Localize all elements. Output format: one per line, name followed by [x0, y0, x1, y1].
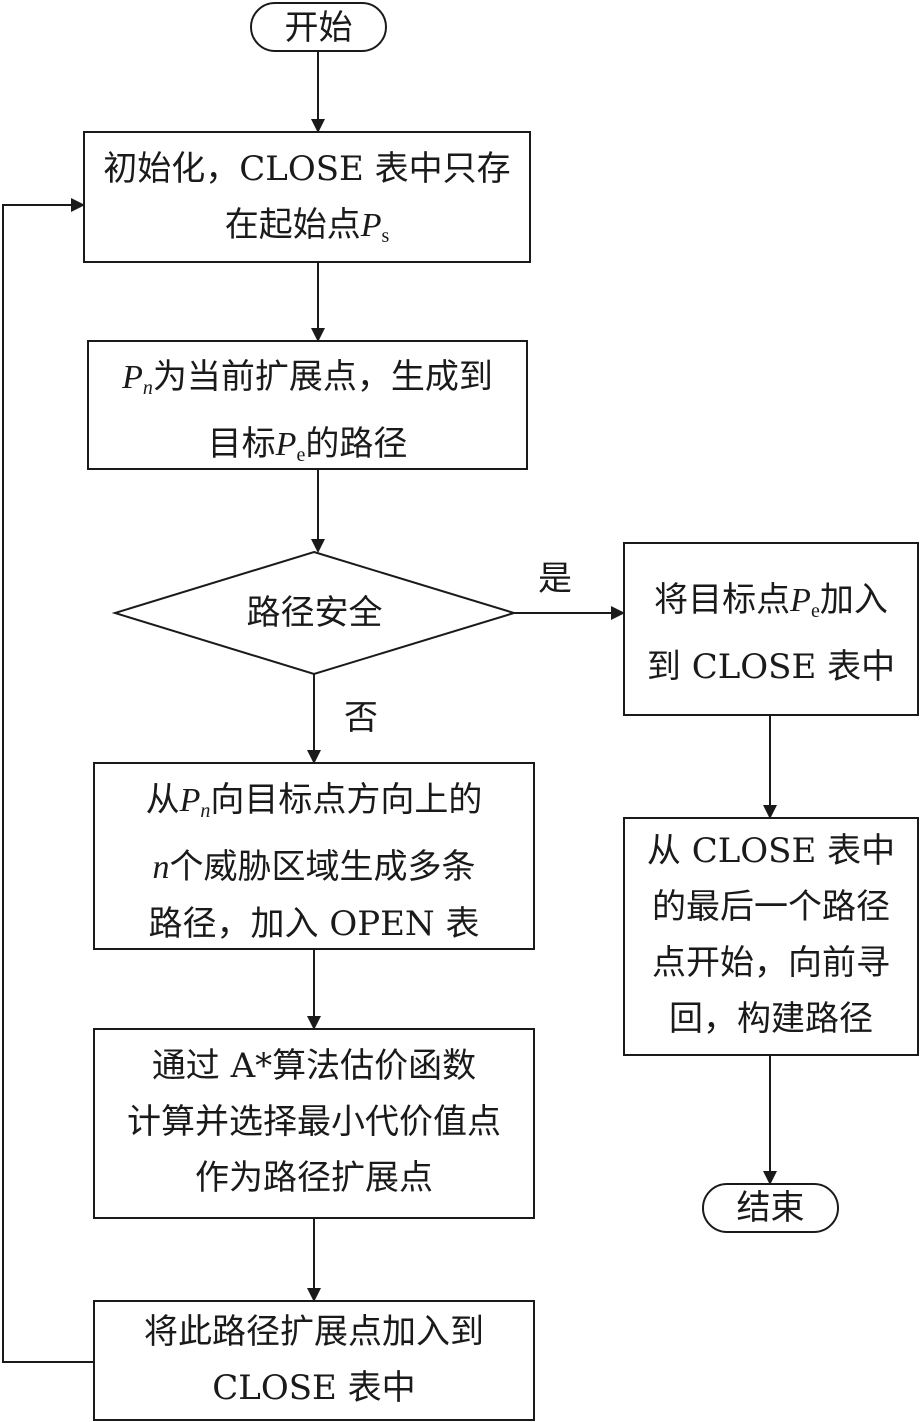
backtrack-line1: 从 CLOSE 表中: [646, 831, 896, 871]
backtrack-line2: 的最后一个路径: [652, 887, 890, 927]
backtrack-label: 从 CLOSE 表中 的最后一个路径 点开始，向前寻 回，构建路径: [624, 823, 918, 1047]
start-label: 开始: [284, 8, 353, 48]
init-sub: s: [381, 225, 390, 247]
expand-line2-var: P: [275, 426, 297, 463]
threat-line2-suffix: 个威胁区域生成多条: [169, 847, 476, 887]
init-box: [83, 131, 531, 263]
threat-sub: n: [200, 800, 211, 822]
backtrack-line4: 回，构建路径: [669, 999, 873, 1039]
arrow-loop-back: [2, 198, 94, 1363]
add-point-line1: 将此路径扩展点加入到: [144, 1312, 484, 1352]
expand-line1-text: 为当前扩展点，生成到: [152, 357, 493, 397]
expand-line2-prefix: 目标: [207, 424, 276, 464]
add-target-line1: 将目标点Pe加入: [624, 572, 918, 639]
threat-line1: 从Pn向目标点方向上的: [94, 772, 534, 839]
add-point-line2: CLOSE 表中: [212, 1368, 416, 1408]
backtrack-line3: 点开始，向前寻: [652, 943, 890, 983]
add-target-sub: e: [810, 600, 820, 622]
init-var: P: [360, 207, 382, 244]
threat-line2: n个威胁区域生成多条: [94, 839, 534, 896]
init-line2-text: 在起始点: [224, 205, 361, 245]
threat-label: 从Pn向目标点方向上的 n个威胁区域生成多条 路径，加入 OPEN 表: [94, 772, 534, 952]
expand-label: Pn为当前扩展点，生成到 目标Pe的路径: [88, 349, 527, 483]
add-target-line2: 到 CLOSE 表中: [646, 647, 896, 687]
expand-line1: Pn为当前扩展点，生成到: [88, 349, 527, 416]
threat-var: P: [179, 782, 201, 819]
expand-line2-sub: e: [296, 444, 306, 466]
add-target-suffix: 加入: [819, 580, 888, 620]
add-target-prefix: 将目标点: [654, 580, 791, 620]
astar-line2: 计算并选择最小代价值点: [127, 1102, 501, 1142]
end-label: 结束: [736, 1188, 805, 1228]
expand-line2: 目标Pe的路径: [88, 416, 527, 483]
no-label: 否: [344, 698, 378, 738]
astar-line3: 作为路径扩展点: [195, 1158, 433, 1198]
expand-line2-suffix: 的路径: [305, 424, 408, 464]
init-label: 初始化，CLOSE 表中只存 在起始点Ps: [84, 141, 530, 264]
astar-label: 通过 A*算法估价函数 计算并选择最小代价值点 作为路径扩展点: [94, 1038, 534, 1206]
init-line1: 初始化，CLOSE 表中只存: [103, 149, 511, 189]
threat-line2-var: n: [152, 849, 170, 886]
expand-var: P: [122, 359, 143, 396]
yes-label: 是: [538, 559, 572, 599]
threat-line3: 路径，加入 OPEN 表: [148, 904, 480, 944]
decision-label: 路径安全: [246, 593, 383, 633]
expand-sub: n: [142, 377, 153, 399]
threat-line1-suffix: 向目标点方向上的: [210, 780, 483, 820]
init-line2: 在起始点Ps: [84, 197, 530, 264]
add-point-label: 将此路径扩展点加入到 CLOSE 表中: [94, 1304, 534, 1416]
threat-prefix: 从: [145, 780, 180, 820]
add-target-label: 将目标点Pe加入 到 CLOSE 表中: [624, 572, 918, 695]
astar-line1: 通过 A*算法估价函数: [151, 1046, 477, 1086]
expand-box: [87, 340, 528, 470]
add-target-var: P: [790, 582, 811, 619]
